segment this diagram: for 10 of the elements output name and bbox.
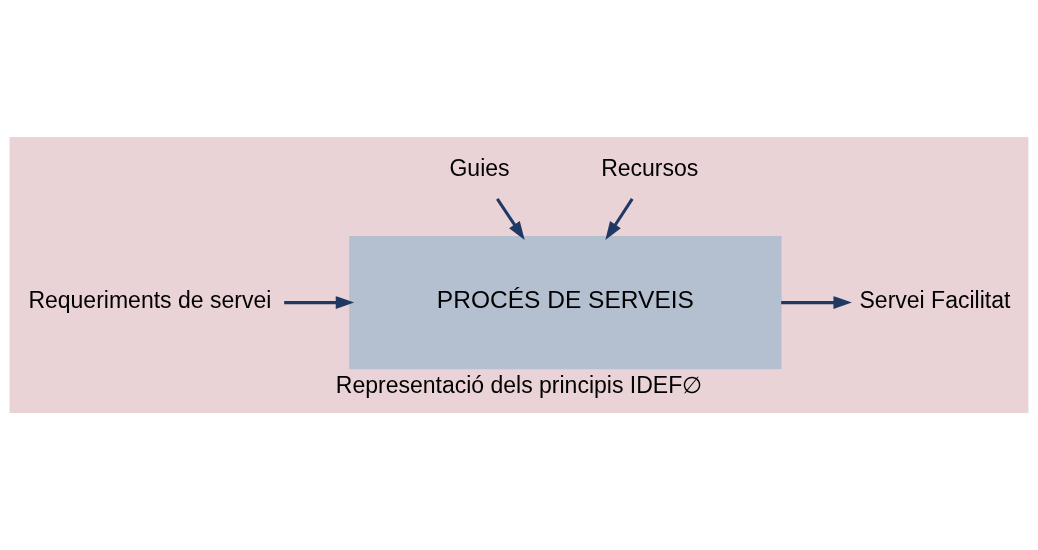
arrow — [496, 198, 525, 241]
arrow — [284, 296, 355, 310]
node-box: PROCÉS DE SERVEIS — [349, 235, 782, 370]
node-text: Guies — [449, 155, 510, 182]
node-text: Servei Facilitat — [859, 286, 1011, 313]
node-text: Recursos — [601, 155, 699, 182]
node-text: Requeriments de servei — [28, 286, 272, 313]
arrow — [605, 198, 634, 241]
caption: Representació dels principis IDEF∅ — [335, 372, 703, 399]
arrow — [781, 296, 852, 310]
